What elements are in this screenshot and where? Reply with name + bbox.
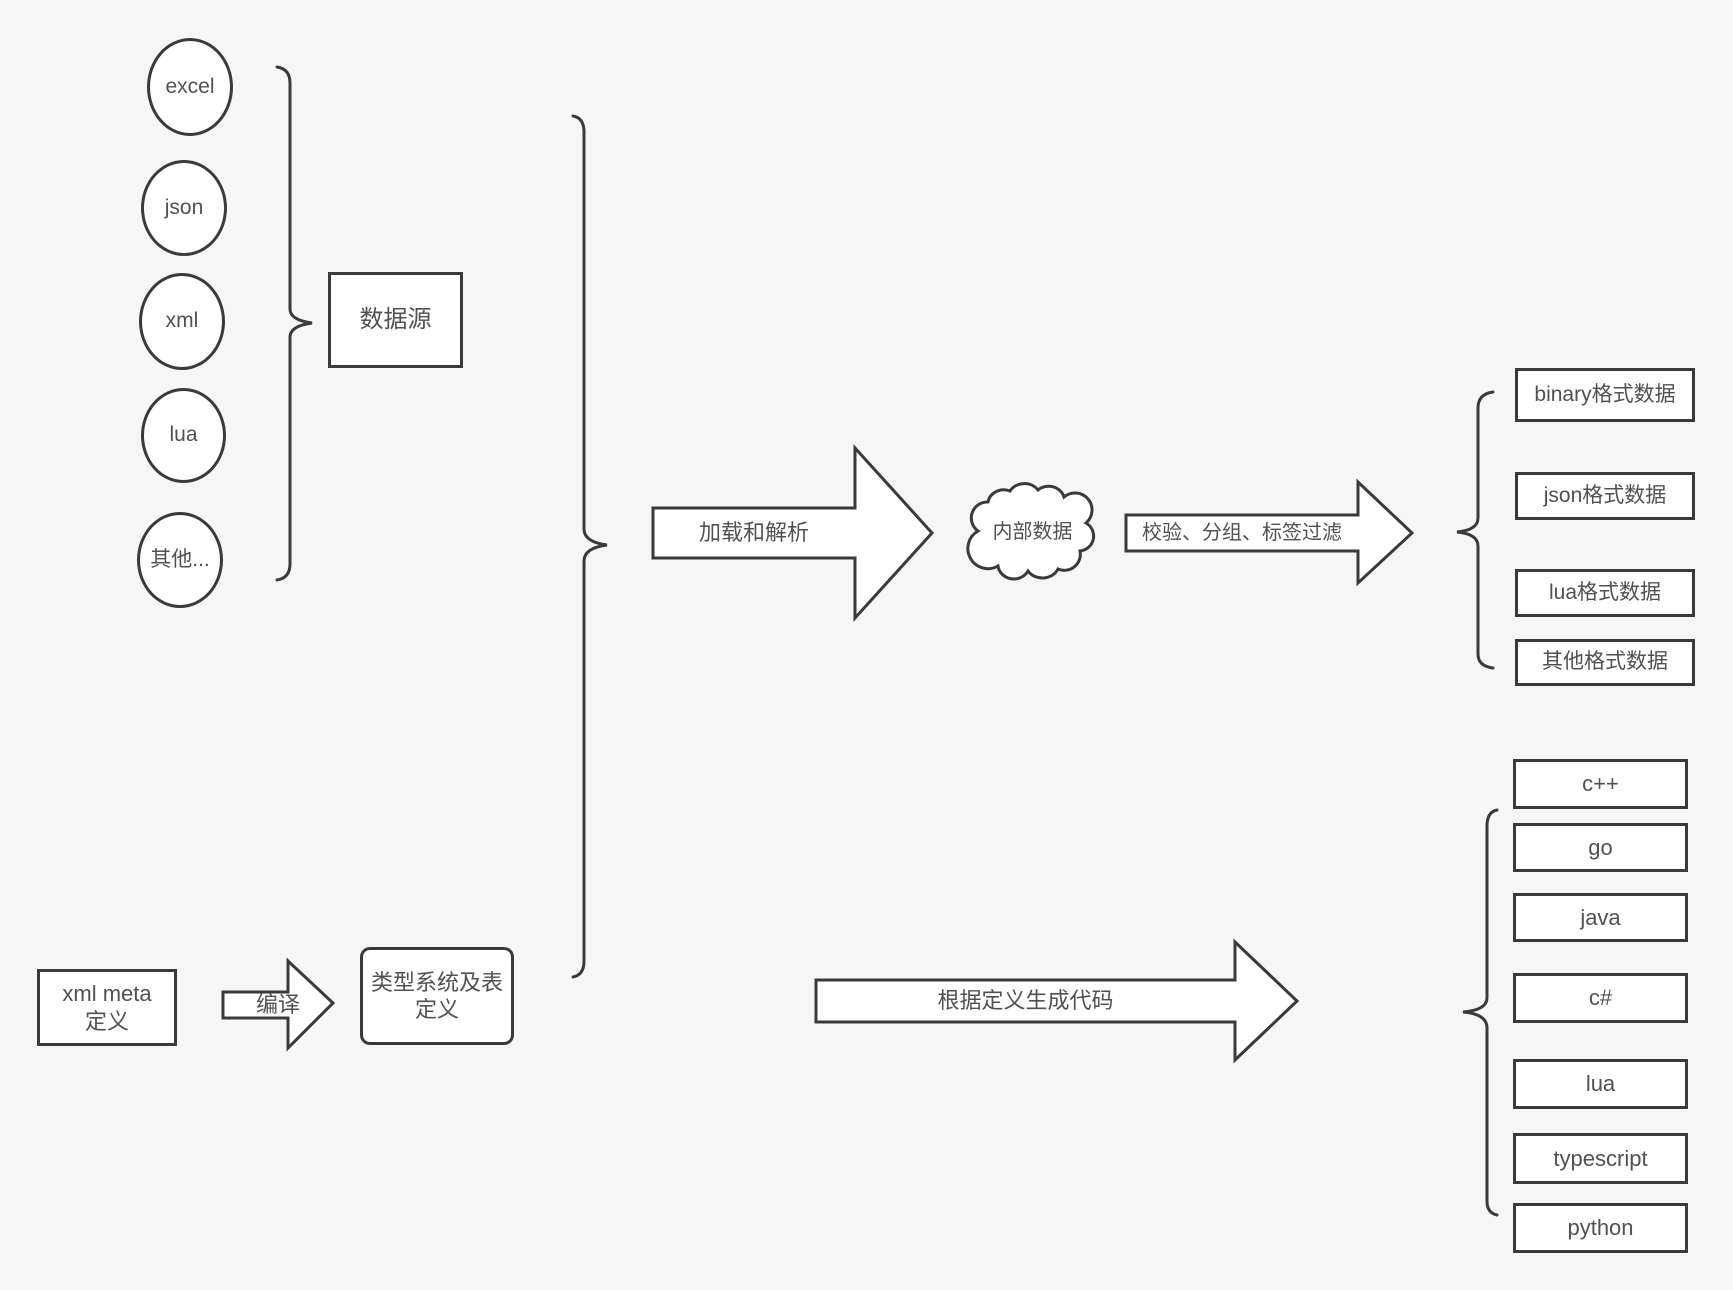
language-box-go: go bbox=[1513, 823, 1688, 872]
language-box-python: python bbox=[1513, 1203, 1688, 1253]
load-parse-arrow bbox=[651, 444, 935, 622]
source-node-other: 其他... bbox=[137, 512, 223, 608]
languages-brace bbox=[1462, 808, 1499, 1217]
source-node-xml: xml bbox=[139, 273, 225, 370]
type-system-box: 类型系统及表定义 bbox=[360, 947, 514, 1045]
compile-arrow-label: 编译 bbox=[255, 992, 300, 1018]
filter-arrow-label: 校验、分组、标签过滤 bbox=[1142, 521, 1342, 544]
output-formats-brace bbox=[1456, 390, 1495, 670]
internal-data-cloud-label: 内部数据 bbox=[992, 520, 1073, 543]
xml-meta-definition-box: xml meta定义 bbox=[37, 969, 177, 1046]
format-box-binary: binary格式数据 bbox=[1515, 368, 1695, 422]
format-box-json: json格式数据 bbox=[1515, 472, 1695, 520]
main-input-brace bbox=[571, 114, 608, 979]
compile-arrow bbox=[221, 957, 336, 1052]
source-node-excel: excel bbox=[147, 38, 233, 136]
codegen-arrow bbox=[814, 938, 1300, 1064]
language-box-java: java bbox=[1513, 893, 1688, 942]
codegen-arrow-label: 根据定义生成代码 bbox=[937, 988, 1114, 1014]
sources-group-brace bbox=[275, 65, 313, 582]
filter-arrow bbox=[1124, 478, 1415, 587]
source-node-json: json bbox=[141, 160, 227, 256]
language-box-typescript: typescript bbox=[1513, 1133, 1688, 1184]
language-box-lua: lua bbox=[1513, 1059, 1688, 1109]
language-box-csharp: c# bbox=[1513, 973, 1688, 1023]
source-node-lua: lua bbox=[141, 388, 226, 483]
internal-data-cloud bbox=[966, 482, 1096, 581]
data-source-group-box: 数据源 bbox=[328, 272, 463, 368]
format-box-lua: lua格式数据 bbox=[1515, 569, 1695, 617]
load-parse-arrow-label: 加载和解析 bbox=[698, 520, 809, 546]
format-box-other: 其他格式数据 bbox=[1515, 639, 1695, 686]
language-box-cpp: c++ bbox=[1513, 759, 1688, 809]
